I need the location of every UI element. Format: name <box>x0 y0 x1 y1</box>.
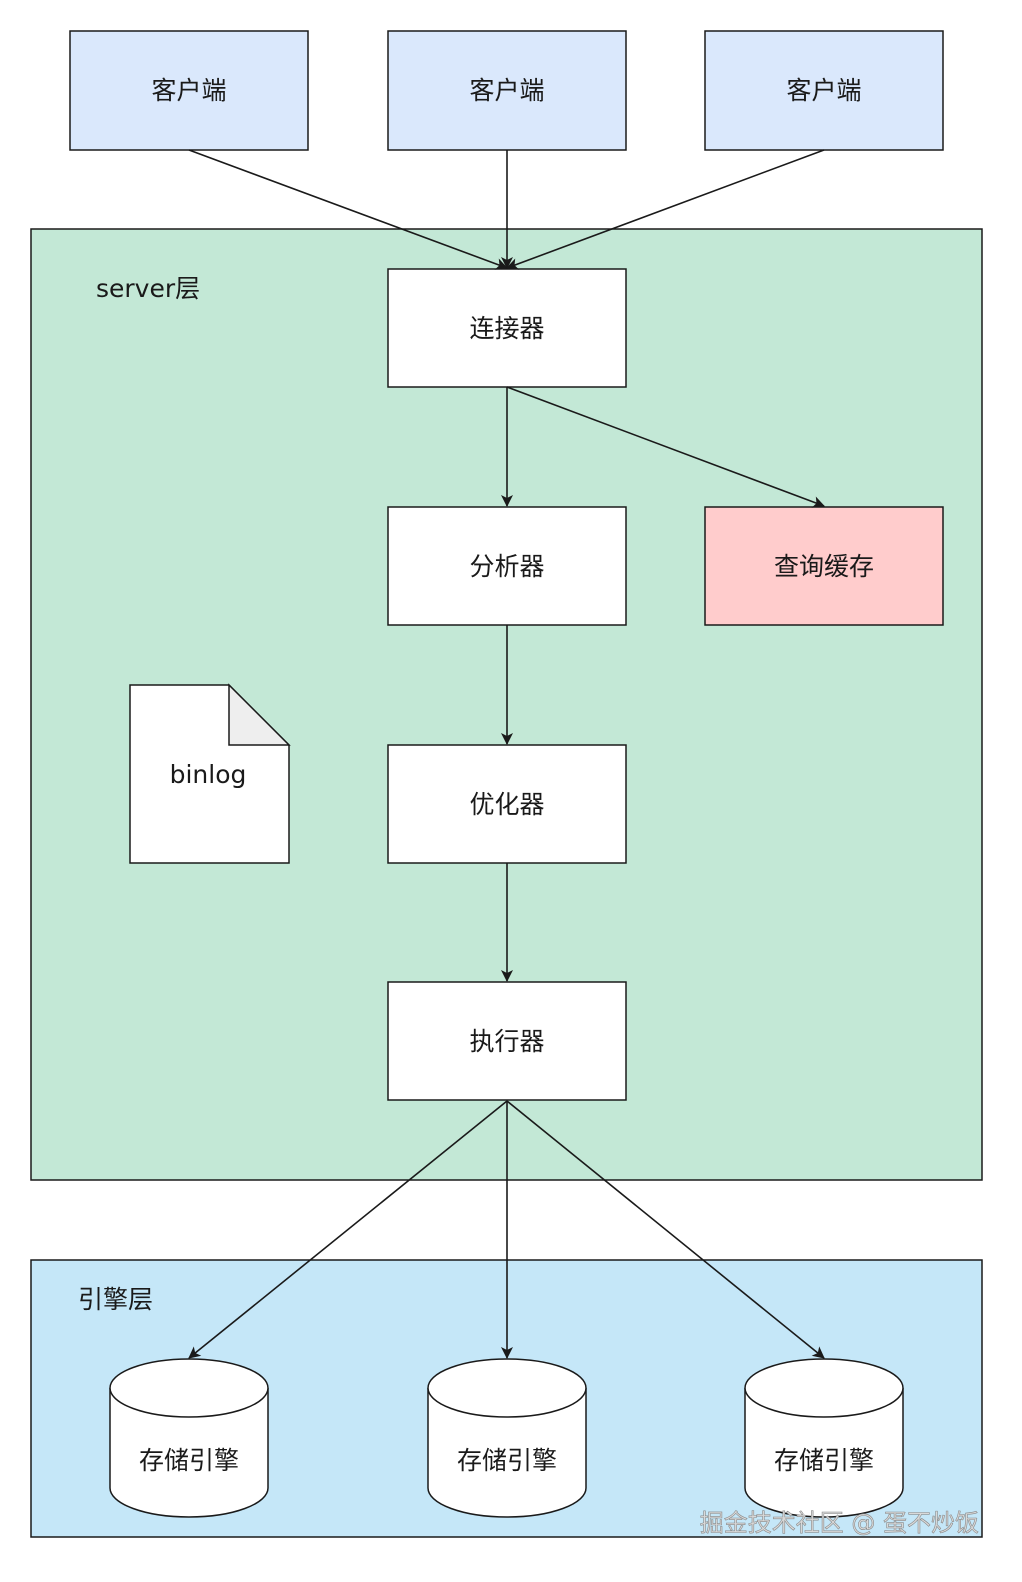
connector-box <box>387 268 627 388</box>
client-box <box>704 30 944 151</box>
cylinder-top <box>109 1358 269 1418</box>
edge-client-to-connector <box>506 149 825 270</box>
document-fold-icon <box>228 683 291 746</box>
query-cache-label: 查询缓存 <box>774 552 874 581</box>
cylinder-database-icon <box>744 1388 904 1518</box>
edge-connector-to-query-cache <box>506 386 825 508</box>
query-cache-node: 查询缓存 <box>704 506 944 626</box>
binlog-document-icon: binlog <box>129 683 291 864</box>
analyzer-node: 分析器 <box>387 506 627 626</box>
edge-executor-to-engine <box>506 1100 825 1359</box>
edge-executor-to-engine <box>188 1100 508 1359</box>
server-layer-label: server层 <box>96 274 200 303</box>
edges <box>188 149 825 1359</box>
cylinder-database-icon <box>427 1388 587 1518</box>
binlog-label: binlog <box>170 760 247 789</box>
engine-layer-label: 引擎层 <box>78 1285 153 1314</box>
client-node: 客户端 <box>704 30 944 151</box>
client-box <box>69 30 309 151</box>
cylinder-top <box>427 1358 587 1418</box>
client-label: 客户端 <box>151 76 226 105</box>
cylinder-database-icon <box>109 1388 269 1518</box>
storage-engine-cylinder: 存储引擎 <box>744 1358 904 1518</box>
storage-engine-label: 存储引擎 <box>457 1446 557 1475</box>
analyzer-label: 分析器 <box>469 552 544 581</box>
watermark-text: 掘金技术社区 @ 蛋不炒饭 <box>700 1509 979 1537</box>
connector-label: 连接器 <box>469 314 544 343</box>
client-node: 客户端 <box>387 30 627 151</box>
executor-node: 执行器 <box>387 981 627 1101</box>
executor-label: 执行器 <box>469 1027 544 1056</box>
query-cache-box <box>704 506 944 626</box>
analyzer-box <box>387 506 627 626</box>
executor-box <box>387 981 627 1101</box>
client-box <box>387 30 627 151</box>
optimizer-label: 优化器 <box>469 790 544 819</box>
client-label: 客户端 <box>786 76 861 105</box>
storage-engine-cylinder: 存储引擎 <box>427 1358 587 1518</box>
cylinder-top <box>744 1358 904 1418</box>
connector-node: 连接器 <box>387 268 627 388</box>
storage-engine-cylinder: 存储引擎 <box>109 1358 269 1518</box>
edge-client-to-connector <box>188 149 508 270</box>
storage-engine-label: 存储引擎 <box>139 1446 239 1475</box>
client-node: 客户端 <box>69 30 309 151</box>
client-label: 客户端 <box>469 76 544 105</box>
optimizer-node: 优化器 <box>387 744 627 864</box>
storage-engine-label: 存储引擎 <box>774 1446 874 1475</box>
